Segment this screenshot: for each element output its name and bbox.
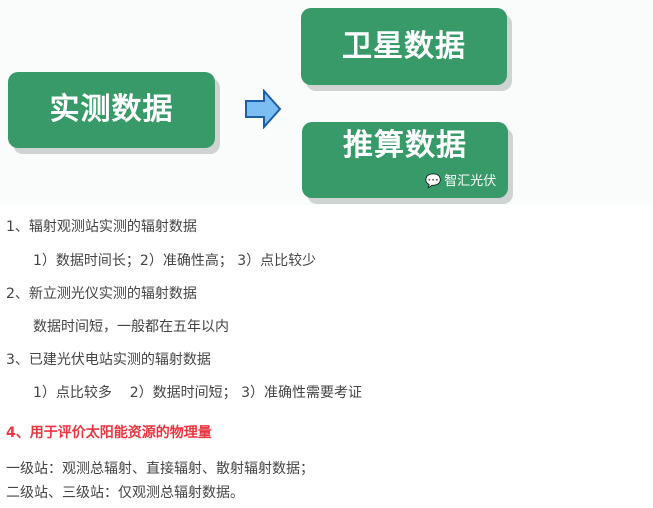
watermark: 💬 智汇光伏	[425, 174, 496, 190]
diagram-banner: 实测数据 卫星数据 推算数据 💬 智汇光伏	[0, 0, 653, 205]
measured-data-box: 实测数据	[8, 72, 215, 148]
detail-4a: 一级站：观测总辐射、直接辐射、散射辐射数据；	[6, 461, 314, 477]
heading-3: 3、已建光伏电站实测的辐射数据	[6, 352, 211, 368]
detail-4b: 二级站、三级站：仅观测总辐射数据。	[6, 485, 244, 501]
detail-2: 数据时间短，一般都在五年以内	[33, 319, 229, 335]
estimated-data-box: 推算数据	[302, 122, 508, 198]
right-arrow-icon	[245, 89, 282, 129]
detail-3: 1）点比较多 2）数据时间短； 3）准确性需要考证	[33, 385, 362, 401]
satellite-data-box: 卫星数据	[301, 8, 507, 85]
watermark-text: 智汇光伏	[444, 174, 497, 189]
heading-4: 4、用于评价太阳能资源的物理量	[6, 425, 212, 441]
wechat-icon: 💬	[425, 174, 442, 189]
heading-2: 2、新立测光仪实测的辐射数据	[6, 286, 197, 302]
heading-1: 1、辐射观测站实测的辐射数据	[6, 219, 197, 235]
detail-1: 1）数据时间长；2）准确性高； 3）点比较少	[33, 253, 317, 269]
